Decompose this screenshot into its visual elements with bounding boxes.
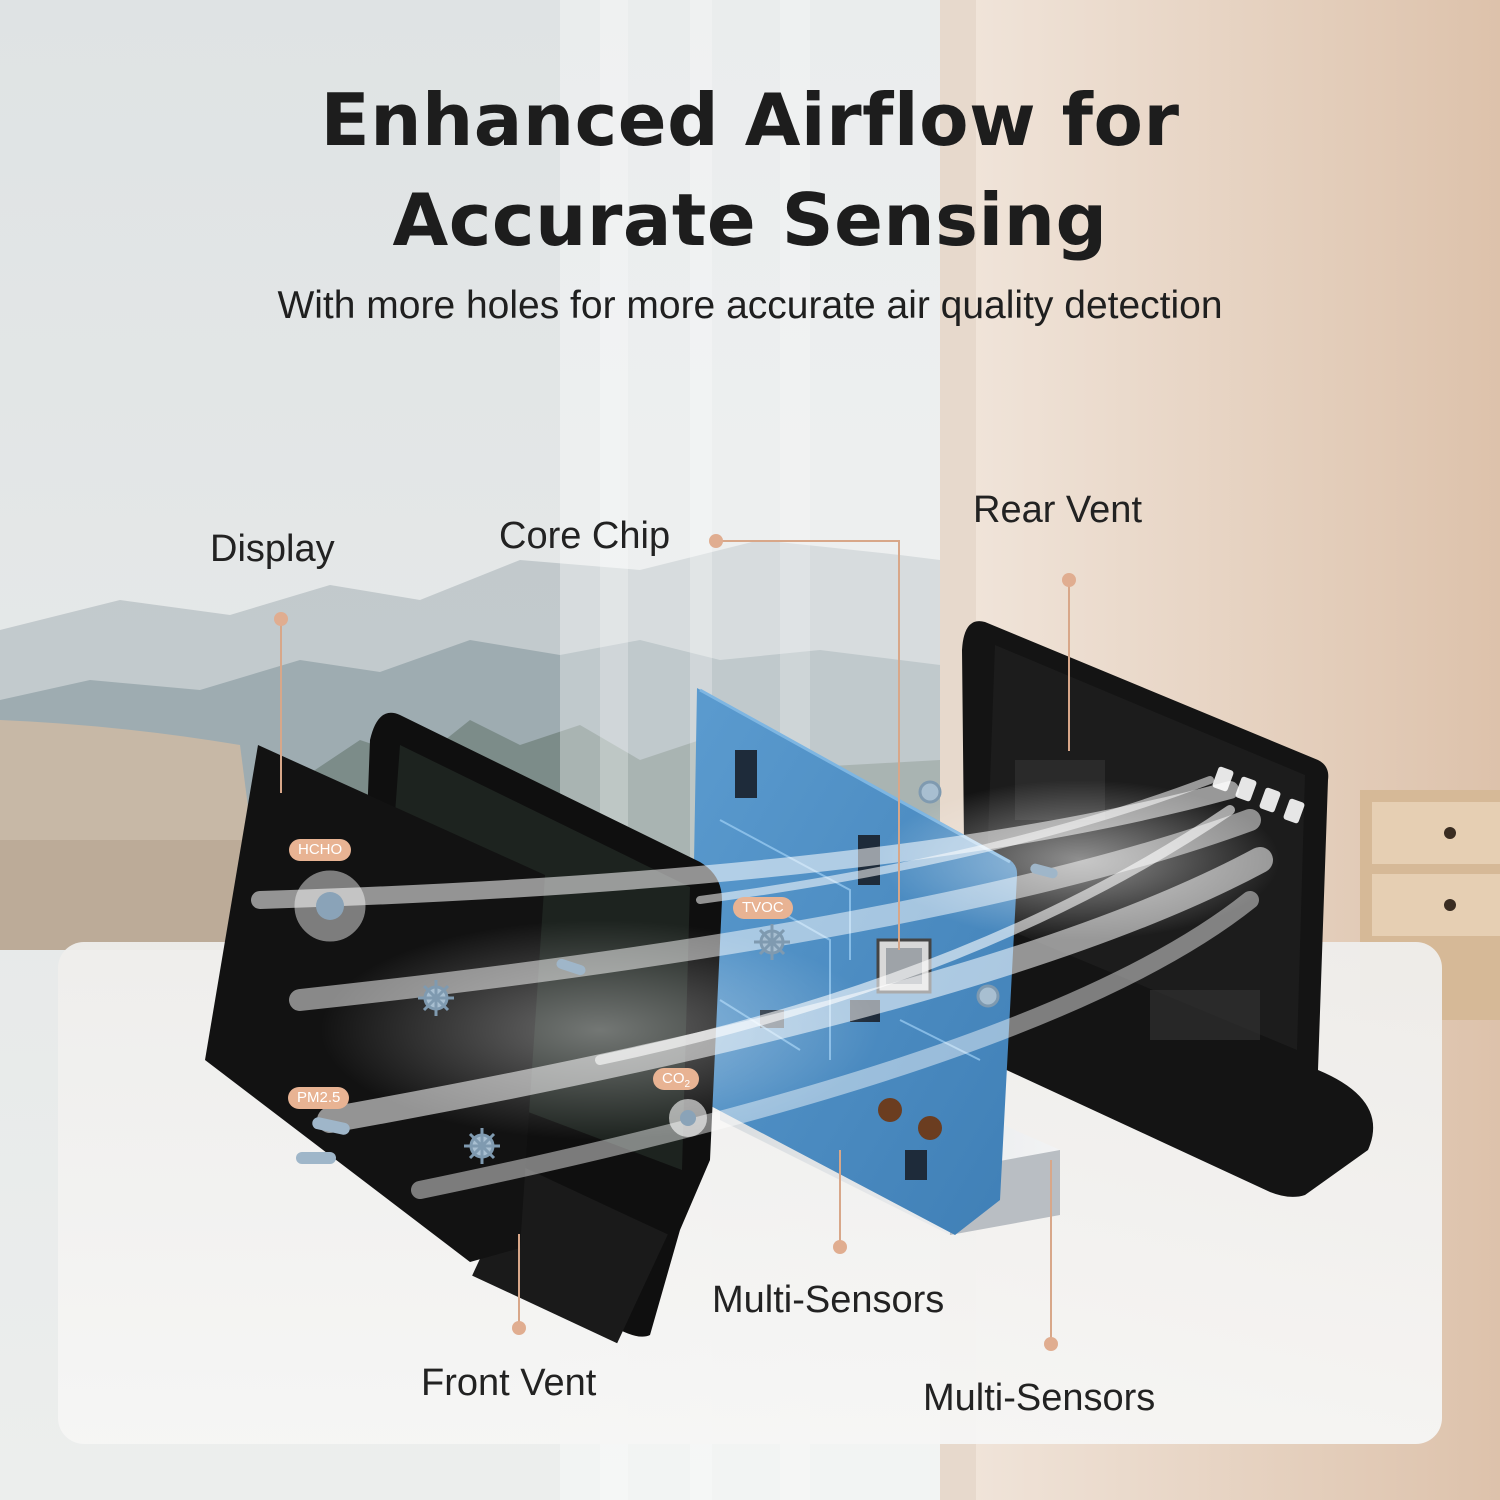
page-title: Enhanced Airflow for Accurate Sensing: [0, 70, 1500, 270]
display-leader-line: [280, 625, 282, 793]
display-dot: [274, 612, 288, 626]
tvoc-tag: TVOC: [733, 897, 793, 919]
tvoc-particle-icon: [754, 924, 790, 960]
co2-particle-icon: [669, 1099, 707, 1137]
page-subtitle: With more holes for more accurate air qu…: [277, 284, 1223, 327]
pm25-particle-icon: [296, 863, 1058, 1164]
title-line-2: Accurate Sensing: [392, 178, 1108, 262]
front-vent-leader-line: [518, 1234, 520, 1326]
rear-vent-label: Rear Vent: [973, 489, 1142, 531]
co2-tag-main: CO: [662, 1070, 685, 1087]
display-label: Display: [210, 528, 335, 570]
base-sensors-dot: [1044, 1337, 1058, 1351]
title-line-1: Enhanced Airflow for: [320, 78, 1180, 162]
virus-icon: [918, 780, 1000, 1008]
hcho-particle-icon: [294, 870, 366, 942]
board-sensors-dot: [833, 1240, 847, 1254]
co2-tag-subscript: 2: [684, 1079, 691, 1090]
virus-icon: [464, 1128, 500, 1164]
board-sensors-label: Multi-Sensors: [712, 1279, 945, 1321]
rear-vent-dot: [1062, 573, 1076, 587]
base-sensors-leader-line: [1050, 1160, 1052, 1344]
front-vent-dot: [512, 1321, 526, 1335]
core-chip-label: Core Chip: [499, 515, 671, 557]
base-sensors-label: Multi-Sensors: [923, 1377, 1156, 1419]
core-chip-leader-line-vertical: [898, 540, 900, 950]
front-vent-label: Front Vent: [421, 1362, 597, 1404]
co2-tag: CO2: [653, 1068, 700, 1090]
core-chip-leader-line: [722, 540, 899, 542]
virus-icon: [418, 980, 454, 1016]
core-chip-dot: [709, 534, 723, 548]
rear-vent-leader-line: [1068, 586, 1070, 751]
board-sensors-leader-line: [839, 1150, 841, 1244]
hcho-tag: HCHO: [289, 839, 352, 861]
pm25-tag: PM2.5: [288, 1087, 350, 1109]
